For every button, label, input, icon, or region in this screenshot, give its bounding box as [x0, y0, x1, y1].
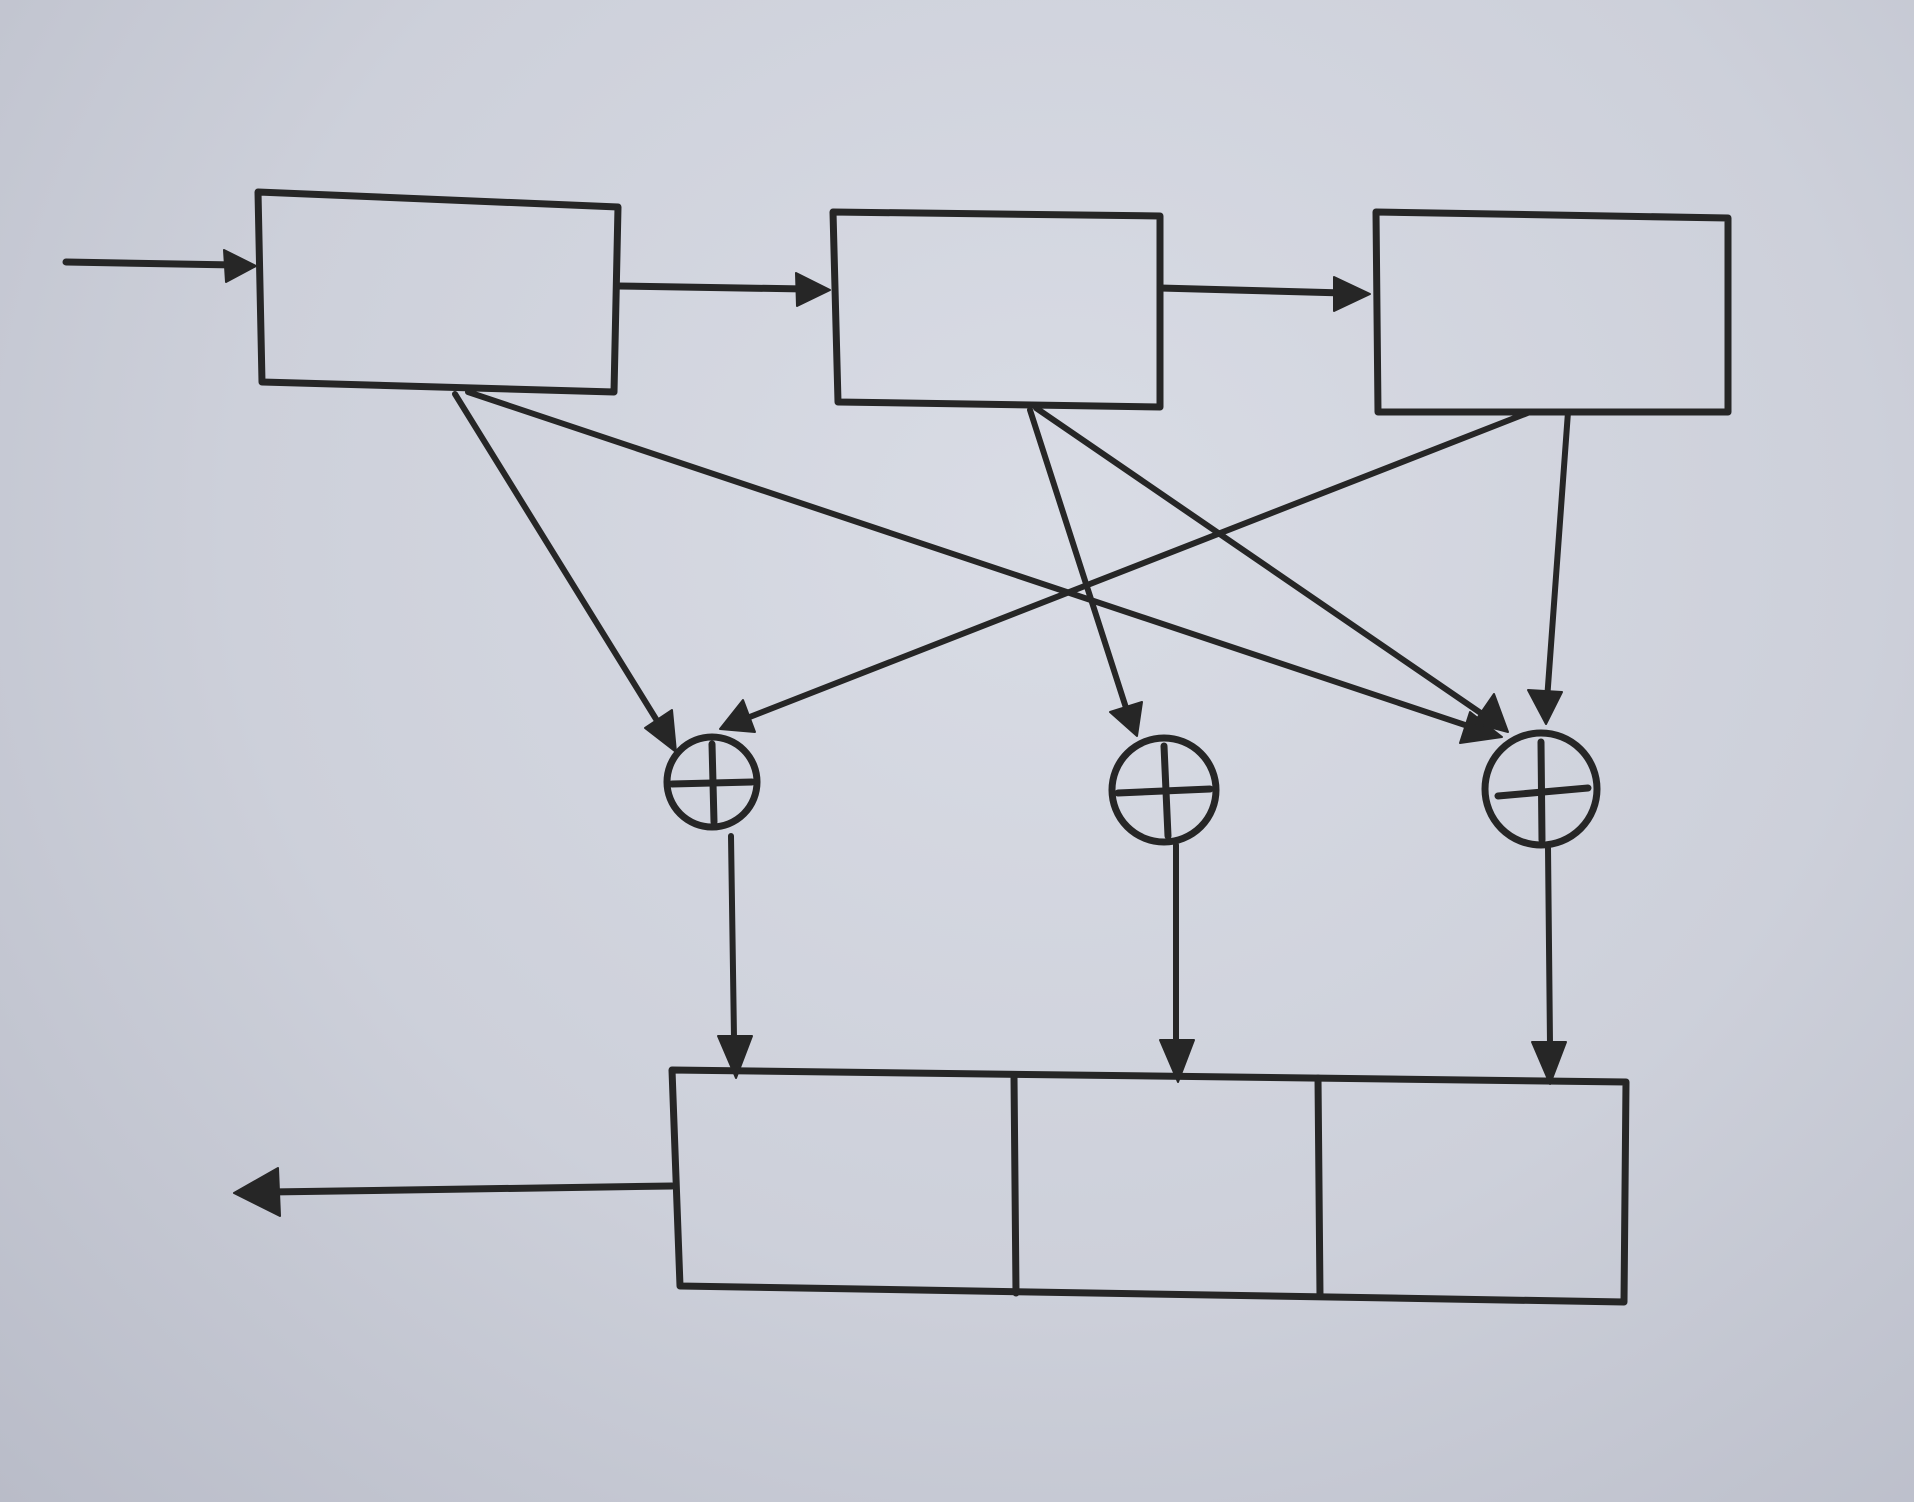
register-stage-1 — [254, 188, 622, 396]
buffer-divider-2 — [1314, 1074, 1324, 1300]
tap-stage3-to-xor3 — [1544, 409, 1571, 703]
xor-2-output-arrow — [1159, 842, 1195, 1083]
register-stage-3 — [1372, 208, 1732, 416]
xor-adder-3 — [1481, 729, 1601, 849]
register-stage-2 — [829, 208, 1164, 411]
buffer-divider-1 — [1010, 1072, 1020, 1297]
xor-1-output-arrow — [717, 833, 753, 1079]
tap-connections — [452, 389, 1571, 753]
stage-2-to-3-arrow — [1156, 276, 1371, 312]
output-arrow — [233, 1167, 676, 1217]
tap-stage2-to-xor2 — [1027, 407, 1131, 717]
xor-adder-2 — [1108, 734, 1220, 846]
tap-stage1-to-xor1 — [452, 391, 667, 735]
xor-adder-1 — [663, 733, 761, 831]
output-buffer — [668, 1066, 1630, 1306]
tap-stage2-to-xor3 — [1033, 405, 1491, 721]
xor-3-output-arrow — [1531, 845, 1567, 1085]
shift-register — [254, 188, 1732, 416]
tap-stage3-to-xor1 — [739, 409, 1533, 723]
input-arrow — [62, 249, 257, 283]
tap-stage1-to-xor3 — [465, 389, 1483, 733]
stage-1-to-2-arrow — [614, 272, 831, 307]
